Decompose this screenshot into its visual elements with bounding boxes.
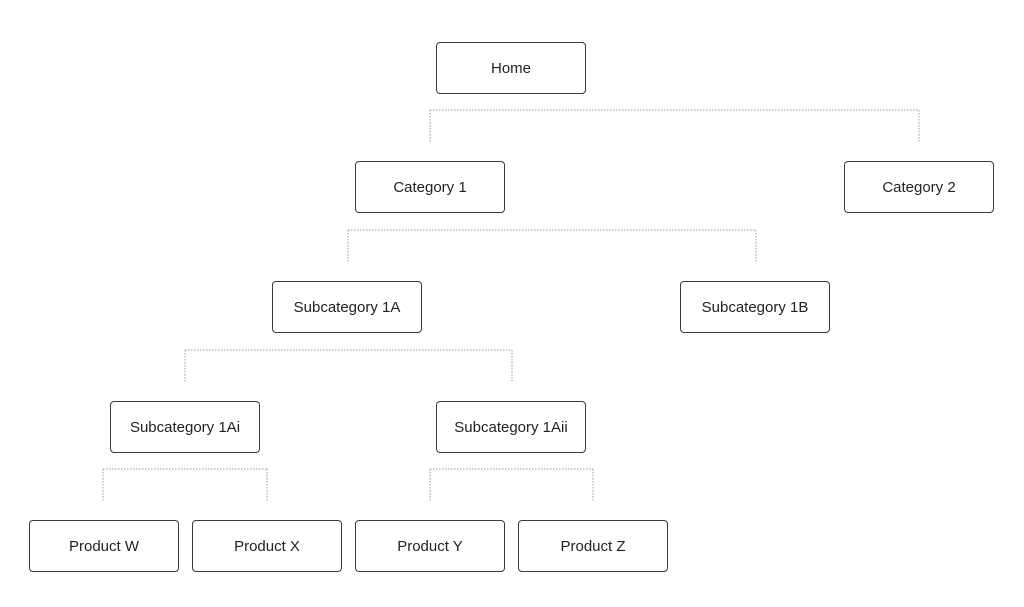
node-subcategory-1a[interactable]: Subcategory 1A (272, 281, 422, 333)
node-subcategory-1a-label: Subcategory 1A (293, 298, 401, 316)
node-subcategory-1ai[interactable]: Subcategory 1Ai (110, 401, 260, 453)
node-category-1-label: Category 1 (393, 178, 467, 196)
node-home[interactable]: Home (436, 42, 586, 94)
node-product-z[interactable]: Product Z (518, 520, 668, 572)
node-product-w[interactable]: Product W (29, 520, 179, 572)
node-subcategory-1b-label: Subcategory 1B (701, 298, 809, 316)
node-product-y[interactable]: Product Y (355, 520, 505, 572)
node-product-w-label: Product W (68, 537, 140, 555)
node-product-x-label: Product X (234, 537, 300, 555)
node-category-2[interactable]: Category 2 (844, 161, 994, 213)
node-subcategory-1aii[interactable]: Subcategory 1Aii (436, 401, 586, 453)
node-home-label: Home (490, 59, 531, 77)
node-subcategory-1b[interactable]: Subcategory 1B (680, 281, 830, 333)
node-product-x[interactable]: Product X (192, 520, 342, 572)
node-product-z-label: Product Z (560, 537, 626, 555)
node-category-2-label: Category 2 (882, 178, 956, 196)
node-product-y-label: Product Y (397, 537, 463, 555)
node-category-1[interactable]: Category 1 (355, 161, 505, 213)
node-subcategory-1aii-label: Subcategory 1Aii (454, 418, 568, 436)
node-subcategory-1ai-label: Subcategory 1Ai (129, 418, 241, 436)
